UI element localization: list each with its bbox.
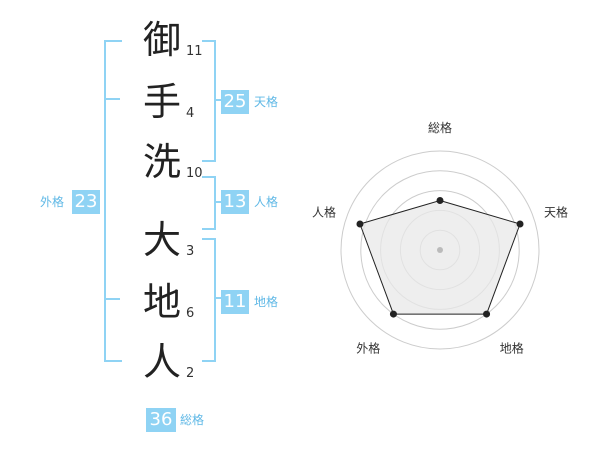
- radar-point-1: [436, 197, 444, 204]
- soukaku-value: 36: [146, 408, 176, 432]
- radar-polygon: [359, 199, 521, 315]
- chikaku-value: 11: [221, 290, 249, 314]
- radar-point-5: [356, 220, 364, 228]
- tenkaku-bracket: [202, 40, 216, 162]
- radar-point-3: [483, 310, 491, 318]
- name-char-4: 大: [142, 218, 181, 262]
- jinkaku-bracket: [202, 176, 216, 230]
- radar-grid-ring: [340, 150, 540, 350]
- radar-points: [356, 197, 524, 318]
- radar-axis-label-3: 地格: [500, 341, 524, 356]
- chikaku-bracket: [202, 238, 216, 362]
- soukaku-label: 総格: [180, 413, 205, 427]
- stroke-count-6: 2: [186, 366, 195, 381]
- radar-point-4: [389, 310, 397, 318]
- radar-point-2: [516, 220, 524, 228]
- radar-axis-label-5: 人格: [312, 204, 336, 219]
- gaikaku-label: 外格: [40, 195, 65, 209]
- tenkaku-bracket-tick: [214, 99, 224, 101]
- radar-axis-label-1: 総格: [428, 120, 452, 135]
- radar-grid-ring: [360, 170, 520, 330]
- name-char-3: 洗: [142, 140, 181, 184]
- jinkaku-label: 人格: [254, 195, 279, 209]
- stroke-count-1: 11: [186, 44, 203, 59]
- name-char-1: 御: [142, 18, 181, 62]
- radar-axis-label-2: 天格: [544, 204, 568, 219]
- tenkaku-value: 25: [221, 90, 249, 114]
- gaikaku-bracket-tick: [106, 98, 120, 100]
- stroke-count-3: 10: [186, 166, 203, 181]
- jinkaku-value: 13: [221, 190, 249, 214]
- stroke-count-4: 3: [186, 244, 195, 259]
- radar-axis-label-4: 外格: [356, 341, 380, 356]
- stroke-count-2: 4: [186, 106, 195, 121]
- gaikaku-value: 23: [72, 190, 100, 214]
- chikaku-label: 地格: [254, 295, 279, 309]
- jinkaku-bracket-tick: [214, 201, 224, 203]
- name-char-2: 手: [142, 80, 181, 124]
- gaikaku-bracket: [104, 40, 122, 362]
- tenkaku-label: 天格: [254, 95, 279, 109]
- chikaku-bracket-tick: [214, 297, 224, 299]
- gaikaku-bracket-tick: [106, 298, 120, 300]
- stroke-count-5: 6: [186, 306, 195, 321]
- radar-center-dot: [437, 247, 443, 253]
- name-char-6: 人: [142, 340, 181, 384]
- name-char-5: 地: [142, 280, 181, 324]
